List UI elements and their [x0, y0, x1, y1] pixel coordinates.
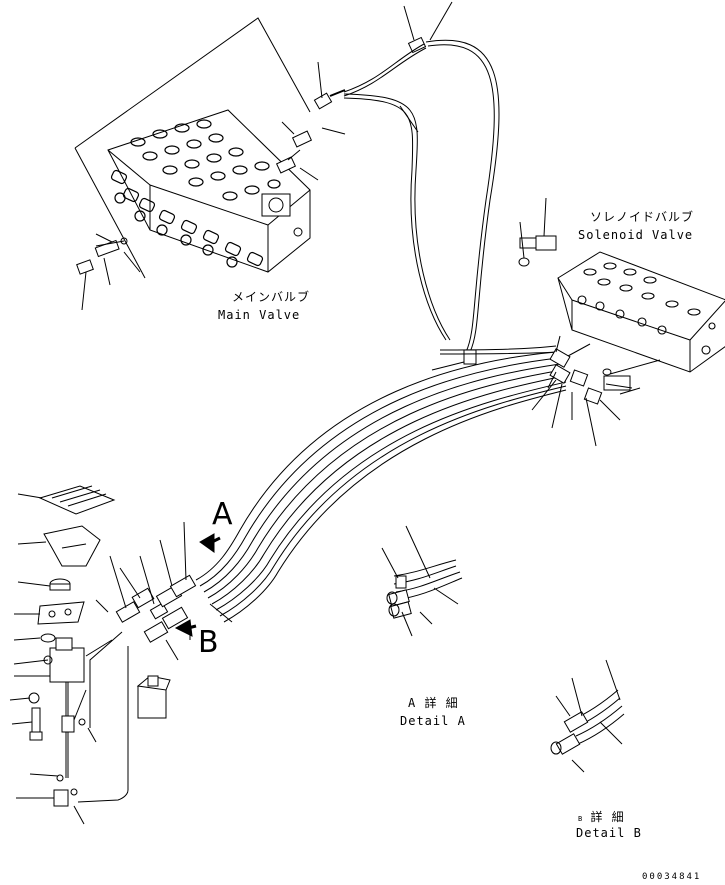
view-a-marker: A [212, 497, 233, 532]
drawing-code: 00034841 [642, 872, 702, 882]
hydraulic-hose-bundle [195, 1, 567, 623]
main-valve-label-en: Main Valve [218, 308, 301, 322]
view-b-marker: B [198, 625, 219, 660]
pedal-drawing [9, 485, 171, 825]
detail-b-jp-text: 詳 細 [590, 810, 625, 824]
detail-b-title-jp: B 詳 細 [578, 810, 625, 826]
solenoid-valve-label-en: Solenoid Valve [578, 228, 694, 242]
main-valve-drawing [74, 17, 346, 311]
detail-a-drawing [381, 525, 463, 637]
detail-b-prefix: B [578, 815, 583, 823]
solenoid-valve-drawing [518, 197, 725, 447]
main-valve-label-jp: メインバルブ [232, 290, 311, 304]
solenoid-valve-label-jp: ソレノイドバルブ [590, 210, 695, 224]
connector-fittings [109, 521, 233, 661]
detail-b-title-en: Detail B [576, 826, 642, 840]
detail-a-title-en: Detail A [400, 714, 466, 728]
view-direction-arrow [174, 533, 221, 637]
detail-b-drawing [550, 659, 625, 773]
detail-a-title-jp: A 詳 細 [408, 696, 459, 710]
